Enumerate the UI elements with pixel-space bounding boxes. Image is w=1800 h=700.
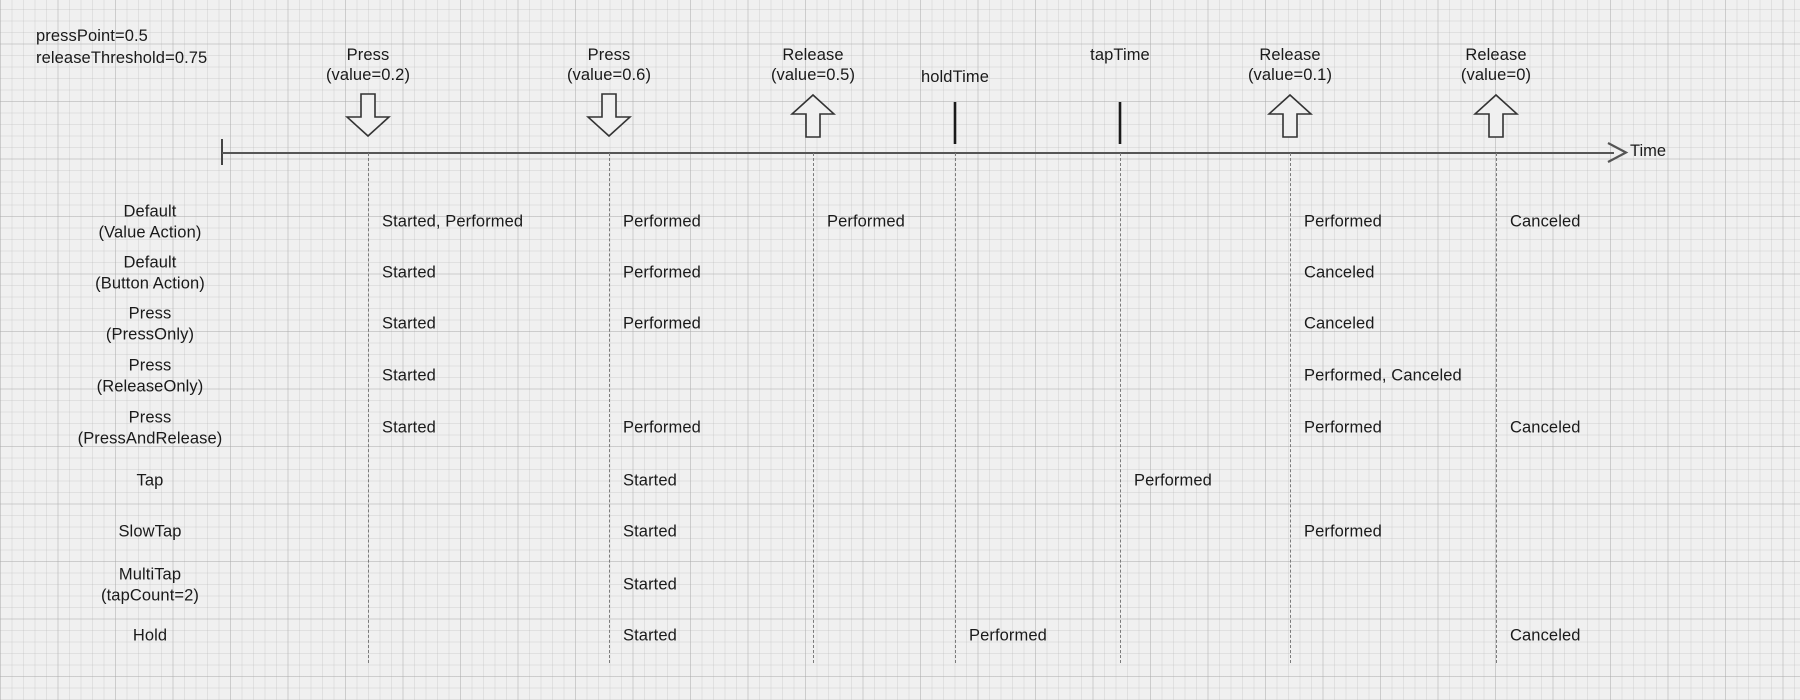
cell-hold-release-00: Canceled [1510, 626, 1581, 645]
event-marker-press-06: Press (value=0.6) [509, 46, 709, 138]
row-label-default-value-action: Default (Value Action) [98, 202, 202, 241]
event-column-release-05 [813, 153, 814, 663]
row-label-press-pressonly: Press (PressOnly) [105, 304, 195, 343]
event-marker-release-05: Release (value=0.5) [713, 46, 913, 138]
parameters-note: pressPoint=0.5 releaseThreshold=0.75 [36, 27, 208, 67]
cell-press-pressonly-press-06: Performed [623, 314, 701, 333]
arrow-up-icon [1190, 92, 1390, 138]
row-label-press-releaseonly: Press (ReleaseOnly) [96, 356, 204, 395]
event-marker-tap-time: tapTime [1020, 46, 1220, 144]
row-label-multitap: MultiTap (tapCount=2) [101, 565, 199, 604]
axis-arrow-icon [1606, 141, 1632, 170]
arrow-down-icon [268, 92, 468, 138]
cell-press-pressandrelease-release-01: Performed [1304, 418, 1382, 437]
cell-press-pressonly-press-02: Started [382, 314, 436, 333]
time-axis-label: Time [1630, 142, 1667, 160]
event-label-release-00: Release (value=0) [1460, 46, 1532, 84]
event-marker-press-02: Press (value=0.2) [268, 46, 468, 138]
cell-tap-press-06: Started [623, 471, 677, 490]
tick-bar-icon [1020, 98, 1220, 144]
tick-bar-icon [855, 98, 1055, 144]
arrow-up-icon [713, 92, 913, 138]
event-column-press-06 [609, 153, 610, 663]
cell-press-pressandrelease-press-02: Started [382, 418, 436, 437]
event-marker-hold-time: holdTime [855, 46, 1055, 144]
cell-default-button-action-release-01: Canceled [1304, 263, 1375, 282]
cell-hold-press-06: Started [623, 626, 677, 645]
event-column-tap-time [1120, 153, 1121, 663]
cell-press-pressonly-release-01: Canceled [1304, 314, 1375, 333]
cell-default-button-action-press-06: Performed [623, 263, 701, 282]
cell-slowtap-press-06: Started [623, 522, 677, 541]
cell-press-releaseonly-release-01: Performed, Canceled [1304, 366, 1462, 385]
event-label-release-05: Release (value=0.5) [770, 46, 856, 84]
arrow-down-icon [509, 92, 709, 138]
event-marker-release-00: Release (value=0) [1396, 46, 1596, 138]
cell-multitap-press-06: Started [623, 575, 677, 594]
row-label-default-button-action: Default (Button Action) [95, 253, 205, 292]
event-label-tap-time: tapTime [1090, 46, 1150, 64]
cell-press-pressandrelease-release-00: Canceled [1510, 418, 1581, 437]
cell-default-value-action-press-06: Performed [623, 212, 701, 231]
row-label-hold: Hold [132, 626, 168, 645]
cell-default-value-action-release-01: Performed [1304, 212, 1382, 231]
cell-default-value-action-release-00: Canceled [1510, 212, 1581, 231]
event-label-hold-time: holdTime [920, 68, 990, 86]
row-label-press-pressandrelease: Press (PressAndRelease) [77, 408, 223, 447]
event-column-press-02 [368, 153, 369, 663]
event-column-release-01 [1290, 153, 1291, 663]
event-column-release-00 [1496, 153, 1497, 663]
cell-tap-tap-time: Performed [1134, 471, 1212, 490]
cell-default-value-action-press-02: Started, Performed [382, 212, 524, 231]
row-label-tap: Tap [136, 471, 164, 490]
cell-press-releaseonly-press-02: Started [382, 366, 436, 385]
cell-default-button-action-press-02: Started [382, 263, 436, 282]
event-label-press-02: Press (value=0.2) [325, 46, 411, 84]
cell-default-value-action-release-05: Performed [827, 212, 905, 231]
event-label-release-01: Release (value=0.1) [1247, 46, 1333, 84]
event-column-hold-time [955, 153, 956, 663]
cell-slowtap-release-01: Performed [1304, 522, 1382, 541]
time-axis-line [222, 152, 1614, 154]
cell-hold-hold-time: Performed [969, 626, 1047, 645]
arrow-up-icon [1396, 92, 1596, 138]
event-marker-release-01: Release (value=0.1) [1190, 46, 1390, 138]
event-label-press-06: Press (value=0.6) [566, 46, 652, 84]
row-label-slowtap: SlowTap [118, 522, 182, 541]
cell-press-pressandrelease-press-06: Performed [623, 418, 701, 437]
